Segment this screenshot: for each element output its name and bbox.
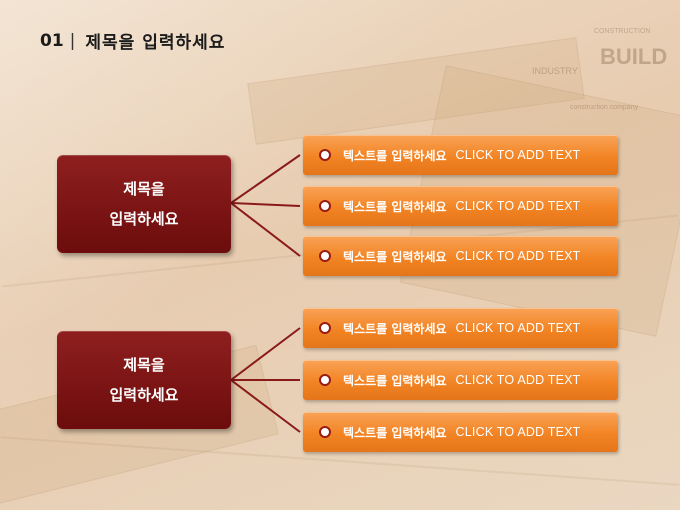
bullet-icon: [319, 322, 331, 334]
item-korean-text: 텍스트를 입력하세요: [343, 148, 447, 163]
item-korean-text: 텍스트를 입력하세요: [343, 373, 447, 388]
slide-title: 01 | 제목을 입력하세요: [40, 28, 226, 54]
group-1-item-1[interactable]: 텍스트를 입력하세요 CLICK TO ADD TEXT: [303, 135, 618, 175]
group-2-title-line-2: 입력하세요: [109, 386, 179, 404]
connector-line: [230, 154, 301, 204]
group-1-item-3[interactable]: 텍스트를 입력하세요 CLICK TO ADD TEXT: [303, 236, 618, 276]
group-2-item-2[interactable]: 텍스트를 입력하세요 CLICK TO ADD TEXT: [303, 360, 618, 400]
bullet-icon: [319, 149, 331, 161]
group-1-title-line-2: 입력하세요: [109, 210, 179, 228]
group-1-item-2[interactable]: 텍스트를 입력하세요 CLICK TO ADD TEXT: [303, 186, 618, 226]
item-korean-text: 텍스트를 입력하세요: [343, 321, 447, 336]
slide-number: 01: [40, 30, 64, 51]
connector-line: [230, 202, 301, 207]
group-2-item-3[interactable]: 텍스트를 입력하세요 CLICK TO ADD TEXT: [303, 412, 618, 452]
bullet-icon: [319, 426, 331, 438]
background-word-company: construction company: [570, 104, 639, 111]
item-korean-text: 텍스트를 입력하세요: [343, 425, 447, 440]
bullet-icon: [319, 250, 331, 262]
item-english-text: CLICK TO ADD TEXT: [455, 321, 581, 335]
item-english-text: CLICK TO ADD TEXT: [455, 373, 581, 387]
bullet-icon: [319, 200, 331, 212]
group-2-title-line-1: 제목을: [123, 356, 165, 374]
connector-line: [230, 379, 301, 433]
item-english-text: CLICK TO ADD TEXT: [455, 249, 581, 263]
connector-line: [230, 327, 301, 381]
item-korean-text: 텍스트를 입력하세요: [343, 199, 447, 214]
item-english-text: CLICK TO ADD TEXT: [455, 148, 581, 162]
background-word-construction: CONSTRUCTION: [594, 28, 651, 35]
bullet-icon: [319, 374, 331, 386]
background-word-industry: INDUSTRY: [532, 66, 578, 76]
slide-title-text[interactable]: 제목을 입력하세요: [85, 33, 226, 53]
item-korean-text: 텍스트를 입력하세요: [343, 249, 447, 264]
group-2-title-box[interactable]: 제목을 입력하세요: [57, 331, 231, 429]
group-1-title-line-1: 제목을: [123, 180, 165, 198]
connector-line: [230, 202, 301, 257]
title-separator: |: [69, 30, 76, 51]
item-english-text: CLICK TO ADD TEXT: [455, 425, 581, 439]
item-english-text: CLICK TO ADD TEXT: [455, 199, 581, 213]
group-1-title-box[interactable]: 제목을 입력하세요: [57, 155, 231, 253]
group-2-item-1[interactable]: 텍스트를 입력하세요 CLICK TO ADD TEXT: [303, 308, 618, 348]
background-word-build: BUILD: [600, 44, 668, 69]
